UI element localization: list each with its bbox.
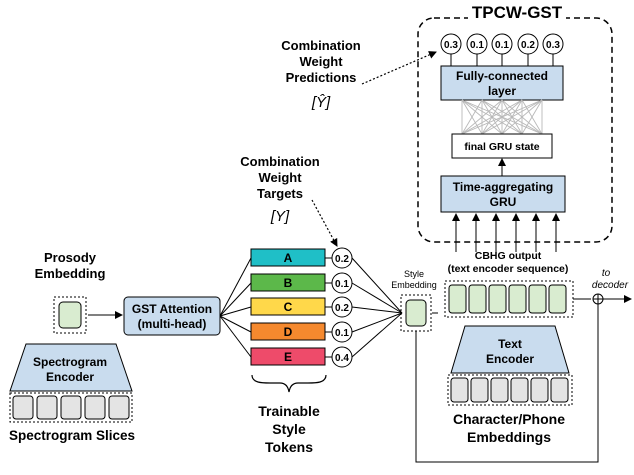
char-embedding-cell [450,377,469,403]
token-weight-circle: 0.4 [331,346,353,368]
char-embeddings-frame [447,374,573,406]
char-embedding-cell [490,377,509,403]
char-embeddings-label-line1: Character/Phone [453,411,565,427]
fully-connected-layer-box [440,65,564,101]
time-aggregating-gru-box [440,175,566,213]
pred-label-line1: Combination [281,38,360,53]
tokens-caption-line2: Style [272,421,306,437]
cbhg-label-line2: (text encoder sequence) [448,263,569,275]
svg-text:0.1: 0.1 [335,328,349,339]
prediction-circle: 0.1 [466,33,488,55]
spectrogram-slice [60,395,82,420]
pred-label-line2: Weight [299,54,343,69]
spectrogram-slice [108,395,130,420]
svg-text:0.1: 0.1 [470,40,484,51]
fc-layer-label-line2: layer [488,84,516,98]
spectrogram-slice [36,395,58,420]
svg-text:0.2: 0.2 [521,40,535,51]
tokens-brace [251,374,327,393]
cbhg-output-cell [508,284,527,314]
style-token-label: A [284,251,293,265]
cbhg-output-cell [548,284,567,314]
pred-label-symbol: [Ŷ] [311,94,331,111]
text-encoder-label-line2: Encoder [486,352,534,366]
spectrogram-slices-frame [9,392,133,423]
text-encoder-label-line1: Text [498,337,522,351]
cbhg-output-cell [468,284,487,314]
svg-text:0.2: 0.2 [335,303,349,314]
target-label-line3: Targets [257,186,303,201]
prediction-circle: 0.3 [440,33,462,55]
pred-label-line3: Predictions [286,70,357,85]
weights-to-style-lines [351,257,403,358]
style-token-label: D [284,325,293,339]
svg-text:0.2: 0.2 [335,254,349,265]
style-embedding-label-line2: Embedding [391,280,437,290]
tpcw-gst-title: TPCW-GST [472,3,563,22]
to-decoder-label-line1: to [602,268,611,279]
prediction-circle: 0.3 [542,33,564,55]
time-gru-label-line1: Time-aggregating [453,180,553,194]
prosody-label-line2: Embedding [35,266,106,281]
char-embedding-cell [510,377,529,403]
cbhg-output-cell [488,284,507,314]
tokens-caption-line1: Trainable [258,403,320,419]
prosody-embedding-vector [58,301,82,329]
to-decoder-label-line2: decoder [592,280,629,291]
spec-encoder-label-line2: Encoder [46,370,94,384]
target-dotted-pointer [311,199,338,247]
token-weight-circle: 0.1 [331,272,353,294]
svg-text:0.3: 0.3 [444,40,458,51]
svg-text:0.3: 0.3 [546,40,560,51]
style-to-decoder-path [415,304,599,463]
cbhg-output-cell [528,284,547,314]
svg-text:0.1: 0.1 [495,40,509,51]
attention-to-token-lines [219,257,252,358]
time-gru-label-line2: GRU [490,195,517,209]
prosody-embedding-frame [53,296,87,334]
char-embedding-cell [470,377,489,403]
style-token-label: E [284,350,292,364]
svg-text:0.4: 0.4 [335,353,349,364]
spectrogram-slice [12,395,34,420]
gst-attention-label-line1: GST Attention [132,302,212,316]
spec-encoder-label-line1: Spectrogram [33,355,107,369]
spectrogram-slice [84,395,106,420]
target-label-line1: Combination [240,154,319,169]
target-label-symbol: [Y] [270,208,290,225]
cbhg-output-cell [448,284,467,314]
spectrogram-slices-label: Spectrogram Slices [9,428,135,443]
target-label-line2: Weight [258,170,302,185]
token-weight-circle: 0.2 [331,296,353,318]
style-token-label: C [284,300,293,314]
token-weight-circle: 0.2 [331,247,353,269]
style-embedding-vector [405,299,427,327]
svg-text:0.1: 0.1 [335,279,349,290]
fc-connection-mesh [461,99,543,135]
char-embedding-cell [530,377,549,403]
style-embedding-label-line1: Style [404,269,424,279]
prediction-circle: 0.1 [491,33,513,55]
text-encoder-trapezoid [450,325,570,374]
prosody-label-line1: Prosody [44,250,97,265]
gst-attention-label-line2: (multi-head) [138,317,207,331]
token-weight-circle: 0.1 [331,321,353,343]
final-gru-state-label: final GRU state [464,141,539,153]
tokens-caption-line3: Tokens [265,439,313,455]
prediction-circle: 0.2 [517,33,539,55]
style-token-label: B [284,276,293,290]
pred-dotted-pointer [361,51,437,85]
spectrogram-encoder-trapezoid [9,343,133,392]
char-embeddings-label-line2: Embeddings [467,429,551,445]
fc-layer-label-line1: Fully-connected [456,69,548,83]
char-embedding-cell [550,377,569,403]
cbhg-label-line1: CBHG output [475,250,542,262]
